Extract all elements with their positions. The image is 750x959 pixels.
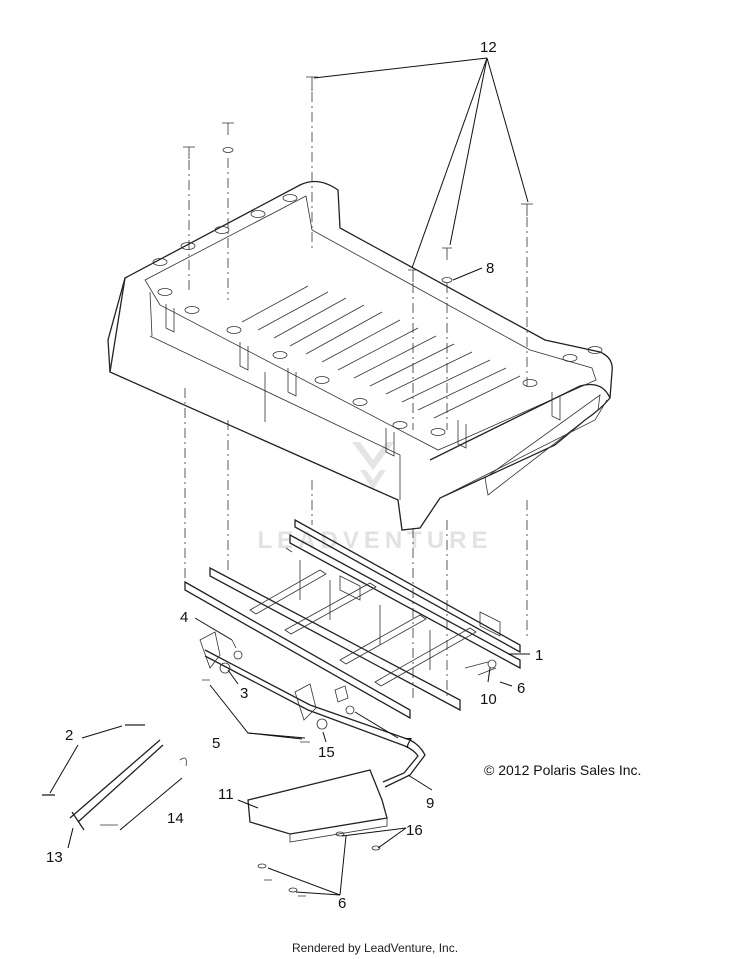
latch-assembly bbox=[199, 547, 426, 788]
callout-13: 13 bbox=[46, 849, 63, 866]
callout-10: 10 bbox=[480, 691, 497, 708]
callout-2: 2 bbox=[65, 727, 73, 744]
skid-plate bbox=[247, 769, 388, 843]
fasteners-top bbox=[183, 76, 533, 430]
cargo-box bbox=[107, 180, 613, 531]
callout-7: 7 bbox=[404, 735, 412, 752]
callout-6-upper: 6 bbox=[517, 680, 525, 697]
bed-ribs bbox=[241, 285, 521, 419]
callout-14: 14 bbox=[167, 810, 184, 827]
callout-1: 1 bbox=[535, 647, 543, 664]
tie-down-hooks bbox=[165, 304, 561, 457]
watermark-text: LEADVENTURE bbox=[257, 527, 492, 554]
callout-15: 15 bbox=[318, 744, 335, 761]
callout-16: 16 bbox=[406, 822, 423, 839]
small-hardware bbox=[257, 659, 497, 897]
gas-strut bbox=[42, 724, 187, 831]
callout-5: 5 bbox=[212, 735, 220, 752]
copyright-text: © 2012 Polaris Sales Inc. bbox=[484, 762, 641, 778]
leader-lines bbox=[49, 57, 530, 896]
bed-frame bbox=[184, 388, 528, 720]
watermark: LEADVENTURE bbox=[257, 442, 492, 554]
callout-8: 8 bbox=[486, 260, 494, 277]
callout-6-lower: 6 bbox=[338, 895, 346, 912]
callout-11: 11 bbox=[218, 786, 234, 803]
callout-labels: 12 8 1 6 10 4 3 5 15 7 2 14 13 11 9 16 6 bbox=[46, 39, 543, 912]
callout-12: 12 bbox=[480, 39, 497, 56]
footer-text: Rendered by LeadVenture, Inc. bbox=[292, 941, 458, 955]
callout-3: 3 bbox=[240, 685, 248, 702]
stake-pockets bbox=[152, 194, 603, 436]
callout-4: 4 bbox=[180, 609, 188, 626]
callout-9: 9 bbox=[426, 795, 434, 812]
